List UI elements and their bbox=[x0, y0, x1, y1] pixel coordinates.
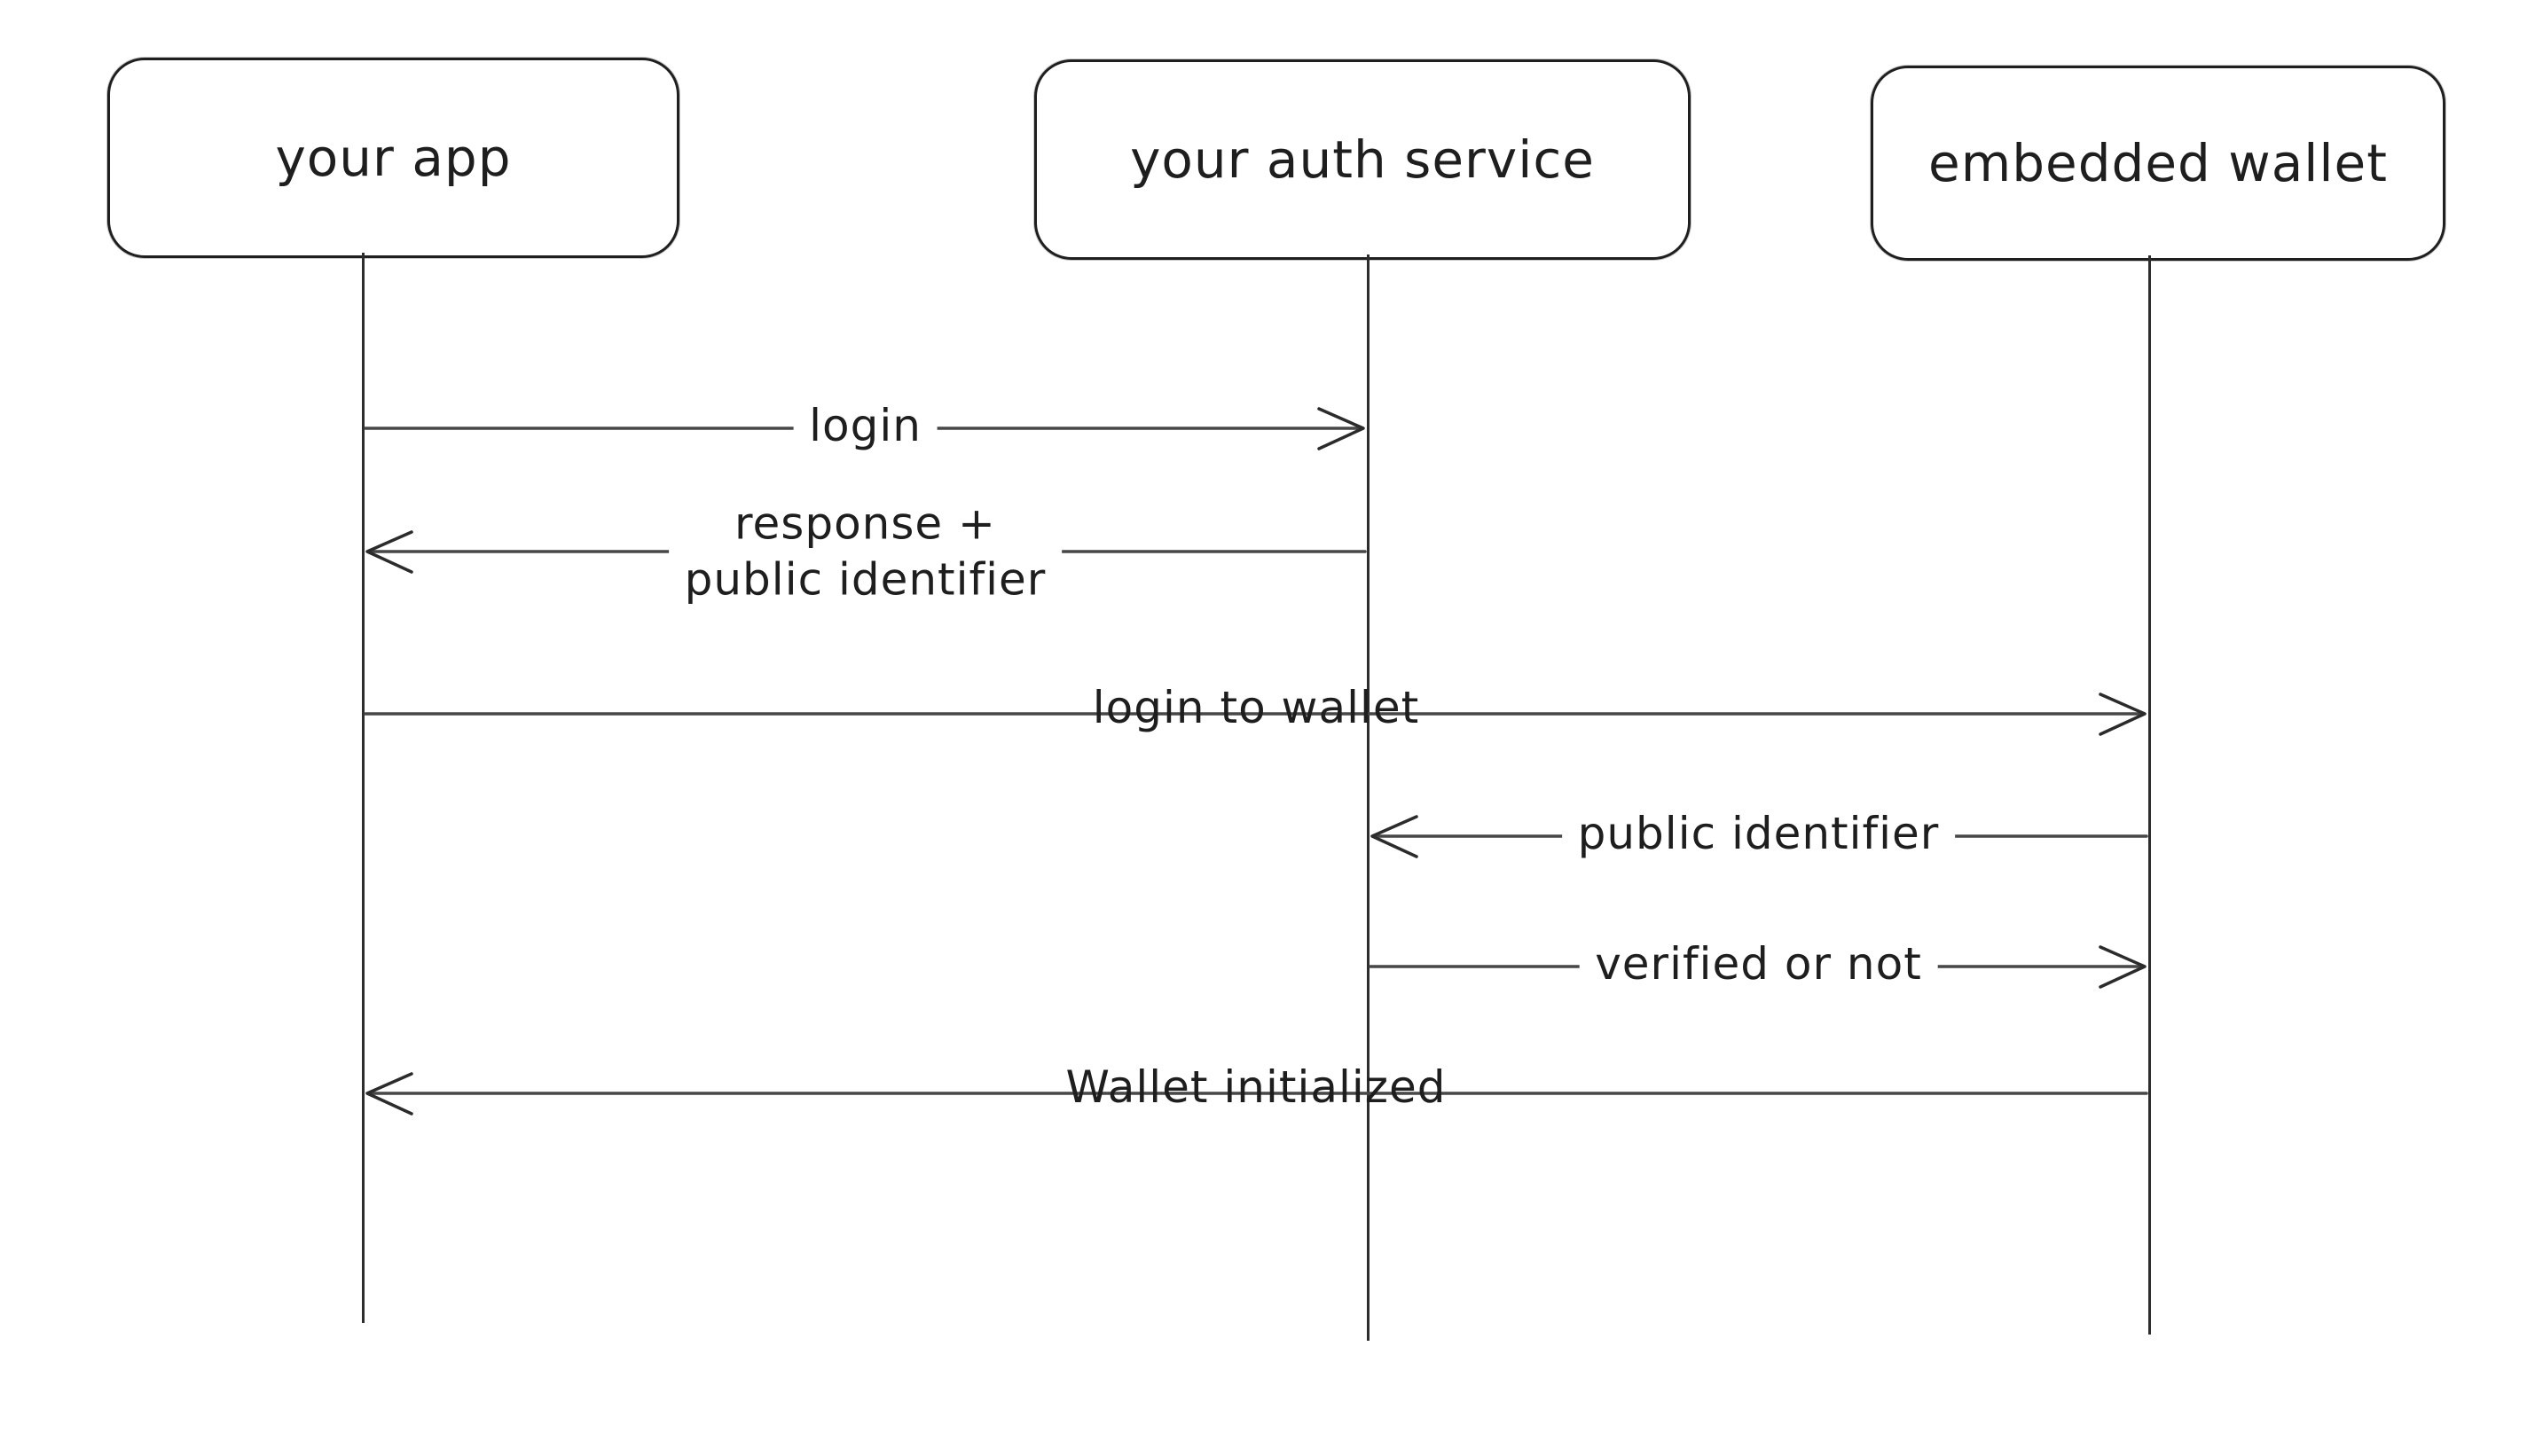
actor-box-your-auth-service: your auth service bbox=[1034, 59, 1691, 260]
message-label-wallet-initialized: Wallet initialized bbox=[1065, 1061, 1447, 1114]
arrow-left-icon bbox=[365, 1072, 2148, 1115]
actor-label-embedded-wallet: embedded wallet bbox=[1928, 133, 2388, 193]
message-label-public-identifier: public identifier bbox=[1561, 808, 1956, 860]
message-response-public-identifier: response + public identifier bbox=[363, 496, 1368, 607]
message-label-response-public-identifier: response + public identifier bbox=[668, 496, 1063, 607]
message-public-identifier: public identifier bbox=[1368, 783, 2149, 889]
lifeline-your-auth-service bbox=[1367, 254, 1370, 1341]
actor-box-your-app: your app bbox=[107, 58, 679, 258]
message-login: login bbox=[363, 375, 1368, 481]
message-label-login: login bbox=[793, 400, 938, 452]
message-label-login-to-wallet: login to wallet bbox=[1092, 682, 1420, 734]
lifeline-embedded-wallet bbox=[2148, 255, 2151, 1335]
actor-label-your-auth-service: your auth service bbox=[1130, 129, 1595, 190]
message-label-line-1: response + bbox=[734, 497, 996, 550]
message-wallet-initialized: Wallet initialized bbox=[363, 1040, 2149, 1147]
arrow-right-icon bbox=[364, 693, 2147, 736]
lifeline-your-app bbox=[362, 253, 365, 1323]
message-login-to-wallet: login to wallet bbox=[363, 661, 2149, 767]
message-verified-or-not: verified or not bbox=[1368, 913, 2149, 1020]
message-label-verified-or-not: verified or not bbox=[1579, 938, 1938, 990]
message-label-line-2: public identifier bbox=[684, 553, 1047, 605]
actor-box-embedded-wallet: embedded wallet bbox=[1871, 66, 2445, 261]
actor-label-your-app: your app bbox=[275, 128, 512, 188]
